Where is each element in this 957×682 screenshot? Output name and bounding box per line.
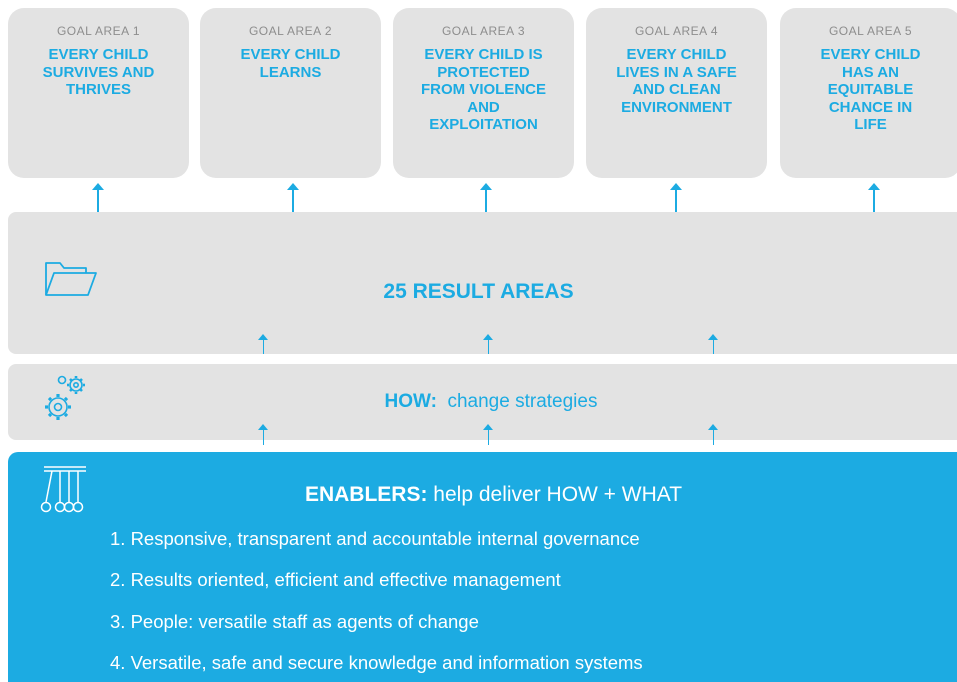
enablers-band <box>8 452 957 682</box>
goal-area-label: GOAL AREA 1 <box>56 24 141 38</box>
goal-area-3-box: GOAL AREA 3 EVERY CHILD IS PROTECTED FRO… <box>393 8 574 178</box>
goal-area-title: EVERY CHILD SURVIVES AND THRIVES <box>42 46 155 98</box>
result-areas-band <box>8 212 957 354</box>
goal-area-label: GOAL AREA 2 <box>248 24 333 38</box>
up-arrow-icon <box>257 424 269 445</box>
how-label: HOW: <box>384 391 437 412</box>
up-arrow-icon <box>257 334 269 354</box>
goal-area-title: EVERY CHILD HAS AN EQUITABLE CHANCE IN L… <box>820 46 921 133</box>
goal-area-5-box: GOAL AREA 5 EVERY CHILD HAS AN EQUITABLE… <box>780 8 957 178</box>
goal-area-label: GOAL AREA 4 <box>634 24 719 38</box>
enabler-item: 1. Responsive, transparent and accountab… <box>110 528 640 549</box>
enablers-description: help deliver HOW + WHAT <box>433 483 683 506</box>
goal-area-2-box: GOAL AREA 2 EVERY CHILD LEARNS <box>200 8 381 178</box>
newtons-cradle-icon <box>40 466 86 513</box>
up-arrow-icon <box>482 334 494 354</box>
up-arrow-icon <box>707 334 719 354</box>
folder-icon <box>45 262 97 296</box>
goal-area-4-box: GOAL AREA 4 EVERY CHILD LIVES IN A SAFE … <box>586 8 767 178</box>
result-areas-title: 25 RESULT AREAS <box>383 280 574 303</box>
enablers-label: ENABLERS: <box>304 483 428 506</box>
enabler-item: 3. People: versatile staff as agents of … <box>110 611 479 632</box>
how-text: HOW: change strategies <box>0 391 957 413</box>
up-arrow-icon <box>868 183 880 212</box>
gears-icon <box>45 375 85 420</box>
enabler-item: 4. Versatile, safe and secure knowledge … <box>110 652 643 673</box>
up-arrow-icon <box>92 183 104 212</box>
goal-area-title: EVERY CHILD LIVES IN A SAFE AND CLEAN EN… <box>616 46 737 116</box>
how-description: change strategies <box>447 391 598 412</box>
goal-area-title: EVERY CHILD LEARNS <box>240 46 341 81</box>
up-arrow-icon <box>482 424 494 445</box>
enabler-item: 2. Results oriented, efficient and effec… <box>110 569 561 590</box>
goal-area-label: GOAL AREA 5 <box>828 24 913 38</box>
up-arrow-icon <box>480 183 492 212</box>
up-arrow-icon <box>707 424 719 445</box>
goal-area-label: GOAL AREA 3 <box>441 24 526 38</box>
goal-area-1-box: GOAL AREA 1 EVERY CHILD SURVIVES AND THR… <box>8 8 189 178</box>
enablers-heading: ENABLERS: help deliver HOW + WHAT <box>0 483 957 507</box>
goal-area-title: EVERY CHILD IS PROTECTED FROM VIOLENCE A… <box>420 46 546 133</box>
how-band <box>8 364 957 440</box>
up-arrow-icon <box>670 183 682 212</box>
up-arrow-icon <box>287 183 299 212</box>
